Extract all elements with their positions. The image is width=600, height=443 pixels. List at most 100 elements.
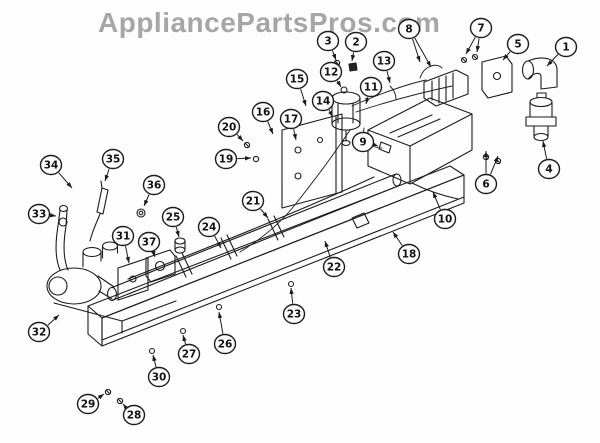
callout-5-leader [502, 51, 511, 61]
svg-text:37: 37 [142, 237, 157, 249]
svg-text:17: 17 [284, 114, 299, 126]
callout-27-leader [182, 334, 187, 345]
callout-36-leader [143, 194, 150, 207]
callout-2-leader [350, 52, 356, 62]
svg-text:25: 25 [166, 212, 181, 224]
callout-31-leader [125, 246, 130, 264]
svg-text:18: 18 [402, 249, 417, 261]
control-valve-assembly [367, 53, 479, 185]
callout-37: 37 [137, 231, 161, 253]
callout-31: 31 [111, 225, 135, 247]
callout-11: 11 [359, 76, 383, 98]
svg-text:19: 19 [219, 154, 234, 166]
svg-text:33: 33 [32, 209, 47, 221]
callout-9-leader [371, 142, 379, 147]
gas-valve-assembly [46, 241, 177, 334]
callout-32: 32 [27, 321, 51, 343]
callout-30-leader [152, 354, 157, 368]
svg-text:9: 9 [359, 137, 366, 149]
callout-29-leader [97, 393, 105, 400]
callout-23-leader [289, 287, 294, 304]
callout-14-leader [328, 109, 334, 118]
callout-8-leader-2 [414, 37, 432, 68]
callout-34-leader [58, 172, 73, 189]
svg-text:31: 31 [116, 231, 131, 243]
callout-37-leader [151, 250, 156, 258]
svg-text:26: 26 [218, 339, 233, 351]
callout-17: 17 [279, 108, 303, 130]
callout-21-leader [260, 208, 269, 219]
callout-30: 30 [147, 366, 171, 388]
callout-18-leader [392, 231, 403, 246]
svg-text:4: 4 [545, 164, 552, 176]
svg-text:13: 13 [377, 56, 392, 68]
svg-text:21: 21 [246, 196, 261, 208]
elbow-fitting [521, 57, 558, 90]
svg-text:10: 10 [438, 214, 453, 226]
callout-20: 20 [217, 116, 241, 138]
callout-35: 35 [101, 148, 125, 170]
svg-text:28: 28 [127, 410, 142, 422]
callout-22-leader [324, 240, 331, 258]
svg-text:16: 16 [256, 107, 271, 119]
callout-4-leader [542, 140, 548, 159]
svg-text:8: 8 [405, 24, 412, 36]
svg-text:29: 29 [81, 399, 96, 411]
callout-26: 26 [213, 333, 237, 355]
callout-15: 15 [285, 68, 309, 90]
svg-text:2: 2 [352, 37, 359, 49]
callout-13-leader [386, 70, 391, 84]
tube-bracket [145, 237, 186, 283]
callout-19: 19 [214, 148, 238, 170]
callout-7-leader-2 [475, 38, 481, 53]
callout-24: 24 [197, 216, 221, 238]
callout-26-leader [217, 311, 224, 334]
svg-text:24: 24 [202, 222, 217, 234]
callout-15-leader [300, 88, 307, 107]
callout-14: 14 [311, 90, 335, 112]
callout-8-leader [412, 38, 421, 63]
callout-27: 27 [177, 343, 201, 365]
burner-tube [106, 173, 402, 302]
callout-16: 16 [251, 101, 275, 123]
callout-28: 28 [122, 404, 146, 426]
callout-18: 18 [397, 243, 421, 265]
callout-3-leader [331, 50, 337, 61]
callout-10-leader [432, 191, 441, 210]
callout-21: 21 [241, 190, 265, 212]
svg-text:6: 6 [482, 179, 489, 191]
callout-33: 33 [27, 203, 51, 225]
svg-text:14: 14 [316, 96, 331, 108]
svg-text:36: 36 [147, 180, 162, 192]
callout-7: 7 [469, 17, 493, 39]
callout-5: 5 [506, 33, 530, 55]
svg-text:30: 30 [152, 372, 167, 384]
callout-25-leader [175, 226, 180, 238]
callout-32-leader [47, 314, 60, 326]
callout-28-leader [122, 403, 129, 411]
svg-text:20: 20 [222, 122, 237, 134]
callout-24-leader [214, 235, 222, 249]
callout-11-leader [365, 96, 370, 105]
callout-9: 9 [351, 131, 375, 153]
callout-7-leader [465, 36, 476, 55]
svg-text:12: 12 [324, 67, 339, 79]
gas-inlet-pipe [55, 204, 69, 271]
mounting-plate [281, 113, 343, 209]
callout-33-leader [49, 212, 57, 218]
callout-22: 22 [322, 256, 346, 278]
callout-34: 34 [39, 154, 63, 176]
svg-text:23: 23 [287, 309, 302, 321]
callout-35-leader [104, 168, 110, 182]
callout-8: 8 [397, 18, 421, 40]
svg-text:35: 35 [106, 154, 121, 166]
callout-10: 10 [433, 208, 457, 230]
callout-20-leader [236, 134, 244, 142]
svg-text:22: 22 [327, 262, 342, 274]
svg-text:27: 27 [182, 349, 197, 361]
svg-text:7: 7 [477, 23, 484, 35]
callout-1: 1 [554, 36, 578, 58]
